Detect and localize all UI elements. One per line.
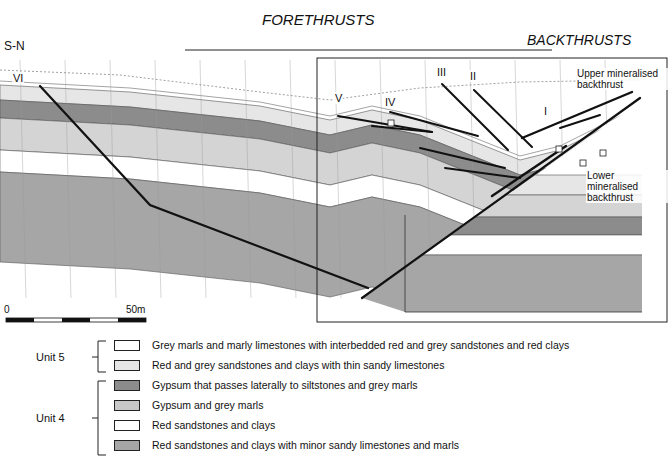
grid-line — [65, 60, 71, 300]
hanging-wall-strata — [0, 60, 660, 337]
unit-label: Unit 4 — [36, 412, 65, 424]
legend-swatch — [114, 440, 140, 451]
lower-mineralised-backthrust — [492, 146, 566, 196]
grid-line — [20, 60, 26, 300]
grid-line — [110, 60, 116, 300]
legend-swatch — [114, 340, 140, 351]
legend-text: Gypsum that passes laterally to siltston… — [152, 379, 418, 391]
thrust-number: III — [436, 66, 447, 78]
scale-label: 50m — [126, 304, 145, 315]
section-heading: FORETHRUSTS — [262, 12, 375, 29]
upper-mineralised-backthrust — [522, 92, 632, 138]
legend-entry: Red and grey sandstones and clays with t… — [114, 357, 444, 373]
legend-text: Gypsum and grey marls — [152, 399, 263, 411]
faults — [40, 84, 640, 298]
legend-entry: Gypsum and grey marls — [114, 397, 263, 413]
legend-swatch — [114, 360, 140, 371]
stratum — [360, 217, 650, 235]
legend-entry: Grey marls and marly limestones with int… — [114, 337, 569, 353]
unit-bracket — [92, 341, 106, 455]
thrust-number: I — [543, 105, 548, 117]
section-heading: S-N — [4, 40, 25, 53]
scale-label: 0 — [4, 304, 10, 315]
scale-bar — [6, 318, 146, 322]
grid-line — [200, 60, 206, 300]
legend-entry: Gypsum that passes laterally to siltston… — [114, 377, 418, 393]
backthrust — [560, 115, 600, 128]
topography — [0, 70, 640, 100]
legend-swatch — [114, 420, 140, 431]
legend-entry: Red sandstones and clays with minor sand… — [114, 437, 459, 453]
legend-swatch — [114, 400, 140, 411]
legend-text: Red and grey sandstones and clays with t… — [152, 359, 444, 371]
backthrust — [390, 112, 478, 136]
thrust-number: IV — [384, 96, 396, 108]
block-outline — [405, 215, 406, 312]
fault-label: Lower mineralised backthrust — [586, 170, 668, 203]
section-heading: BACKTHRUSTS — [527, 33, 631, 48]
thrust-number: II — [469, 70, 477, 82]
backthrust — [445, 168, 520, 178]
grid-line — [155, 60, 161, 300]
backthrust — [372, 126, 432, 132]
legend-text: Grey marls and marly limestones with int… — [152, 339, 569, 351]
legend-text: Red sandstones and clays with minor sand… — [152, 439, 459, 451]
legend-text: Red sandstones and clays — [152, 419, 275, 431]
detail-frame — [317, 58, 667, 322]
backthrust — [338, 116, 432, 132]
backthrust — [442, 84, 508, 150]
block-outline — [405, 312, 642, 313]
legend-swatch — [114, 380, 140, 391]
thrust-number: V — [334, 92, 343, 104]
forethrust — [40, 86, 368, 288]
thrust-number: VI — [12, 72, 24, 84]
grid-line — [245, 60, 251, 300]
sample-markers — [388, 120, 606, 166]
stratum — [360, 255, 650, 315]
stratum — [360, 235, 650, 255]
legend-entry: Red sandstones and clays — [114, 417, 275, 433]
backthrust — [420, 148, 505, 168]
fault-label: Upper mineralised backthrust — [576, 68, 668, 90]
stratum — [0, 172, 660, 337]
unit-label: Unit 5 — [36, 351, 65, 363]
heading-rule — [185, 50, 552, 51]
